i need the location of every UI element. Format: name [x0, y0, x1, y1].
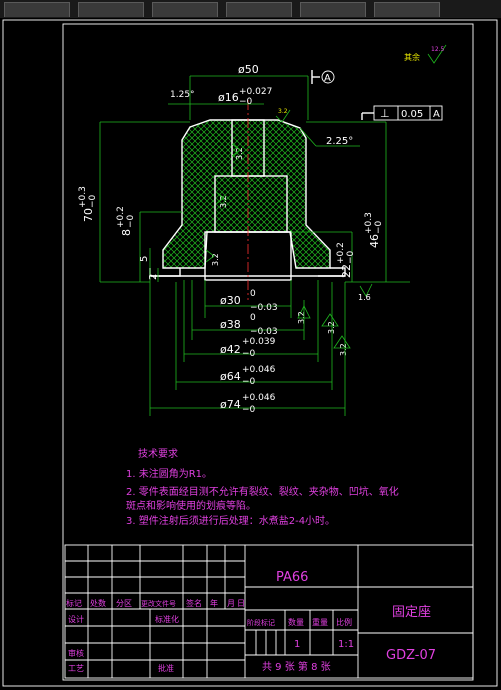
row-label: 审核	[68, 648, 84, 658]
col-header: 标记	[66, 598, 82, 608]
dim-d64-tol-up: +0.046	[242, 365, 276, 375]
surface-note: 其余	[404, 52, 420, 62]
approve-label: 批准	[158, 663, 174, 673]
dim-d38-tol-up: 0	[250, 313, 256, 323]
note-item: 2. 零件表面经目测不允许有裂纹、裂纹、夹杂物、凹坑、氧化	[126, 485, 399, 498]
material: PA66	[276, 570, 308, 585]
dim-d74-tol-up: +0.046	[242, 393, 276, 403]
col-header: 处数	[90, 598, 106, 608]
dim-d42-tol-dn: −0	[242, 349, 256, 359]
dim-d30-tol-dn: −0.03	[250, 303, 278, 313]
document-tab-bar	[0, 0, 501, 18]
roughness-icon	[359, 283, 373, 297]
notes-heading: 技术要求	[138, 447, 178, 460]
dim-d64-tol-dn: −0	[242, 377, 256, 387]
roughness-icon	[275, 109, 291, 123]
note-item: 3. 塑件注射后须进行后处理：水煮盐2-4小时。	[126, 514, 335, 527]
document-tab[interactable]	[4, 2, 70, 17]
dim-h2: 2	[148, 274, 159, 280]
sheet-border	[2, 19, 498, 687]
dimensions: ø50 A ø16 +0.027 −0 1.25° 3.2 ⊥ 0.05 A 2…	[78, 63, 443, 416]
dim-h5: 5	[139, 256, 150, 262]
sheet-count: 共 9 张 第 8 张	[262, 660, 331, 673]
datum-label: A	[324, 73, 331, 84]
dim-d50: ø50	[238, 63, 259, 76]
dim-h8-tol-up: +0.2	[116, 206, 126, 228]
dim-h8-tol-dn: −0	[126, 214, 136, 228]
dim-h70-tol-up: +0.3	[78, 186, 88, 208]
col-header: 更改文件号	[141, 599, 176, 608]
roughness-r32f: 3.2	[339, 343, 348, 356]
document-tab[interactable]	[374, 2, 440, 17]
title-block: PA66 固定座 GDZ-07 标记 处数 分区 更改文件号 签名 年 月 日 …	[64, 544, 474, 679]
document-tab[interactable]	[152, 2, 218, 17]
dim-d42-tol-up: +0.039	[242, 337, 276, 347]
col-header: 日	[237, 599, 245, 608]
document-tab[interactable]	[78, 2, 144, 17]
row-label: 设计	[68, 614, 84, 624]
dim-d30: ø30	[220, 294, 241, 307]
drawing-number: GDZ-07	[386, 648, 436, 663]
stage-header: 数量	[288, 617, 304, 627]
dim-h22-tol-dn: −0	[346, 250, 356, 264]
tolerance-value: 0.05	[401, 109, 423, 120]
roughness-r32e: 3.2	[327, 321, 336, 334]
roughness-r32d: 3.2	[297, 311, 306, 324]
roughness-top: 3.2	[278, 108, 288, 115]
document-tab[interactable]	[300, 2, 366, 17]
dim-h8: 8	[120, 229, 133, 236]
stage-header: 阶段标记	[247, 618, 275, 627]
roughness-symbol-icon	[427, 44, 447, 64]
dim-d38: ø38	[220, 318, 241, 331]
dim-h70-tol-dn: −0	[88, 194, 98, 208]
dim-d16-tol-dn: −0	[239, 97, 253, 107]
std-label: 标准化	[155, 614, 179, 624]
dim-d30-tol-up: 0	[250, 289, 256, 299]
technical-notes: 技术要求 1. 未注圆角为R1。 2. 零件表面经目测不允许有裂纹、裂纹、夹杂物…	[126, 447, 399, 527]
dim-d16: ø16	[218, 91, 239, 104]
quantity: 1	[294, 639, 300, 650]
roughness-r16: 1.6	[358, 293, 371, 302]
part-section	[149, 100, 346, 300]
scale: 1:1	[338, 639, 354, 650]
note-item: 1. 未注圆角为R1。	[126, 467, 212, 480]
col-header: 分区	[116, 599, 132, 608]
dim-d38-tol-dn: −0.03	[250, 327, 278, 337]
col-header: 月	[227, 599, 235, 608]
dim-h46-tol-dn: −0	[374, 220, 384, 234]
tolerance-datum: A	[433, 109, 440, 120]
chamfer-right: 2.25°	[326, 136, 353, 147]
dim-d42: ø42	[220, 343, 241, 356]
dim-h46-tol-up: +0.3	[364, 212, 374, 234]
tolerance-symbol: ⊥	[380, 107, 390, 120]
row-label: 工艺	[68, 664, 84, 673]
stage-header: 比例	[336, 617, 352, 627]
roughness-r32a: 3.2	[235, 147, 244, 160]
col-header: 签名	[186, 598, 202, 608]
note-item: 斑点和影响使用的划痕等陷。	[126, 499, 256, 512]
dim-d74-tol-dn: −0	[242, 405, 256, 415]
dim-h22: 22	[340, 264, 353, 278]
roughness-r32c: 3.2	[211, 253, 220, 266]
surface-symbol-value: 12.5	[431, 46, 445, 53]
dim-h70: 70	[82, 208, 95, 222]
dim-d16-tol-up: +0.027	[239, 87, 272, 97]
drawing-frame	[62, 23, 474, 681]
roughness-r32b: 3.2	[219, 195, 228, 208]
stage-header: 重量	[312, 617, 328, 627]
dim-d64: ø64	[220, 370, 241, 383]
document-tab[interactable]	[226, 2, 292, 17]
dim-h46: 46	[368, 234, 381, 248]
dim-d74: ø74	[220, 398, 241, 411]
part-name: 固定座	[392, 605, 431, 620]
dim-h22-tol-up: +0.2	[336, 242, 346, 264]
col-header: 年	[210, 598, 218, 608]
chamfer-left: 1.25°	[170, 90, 195, 100]
